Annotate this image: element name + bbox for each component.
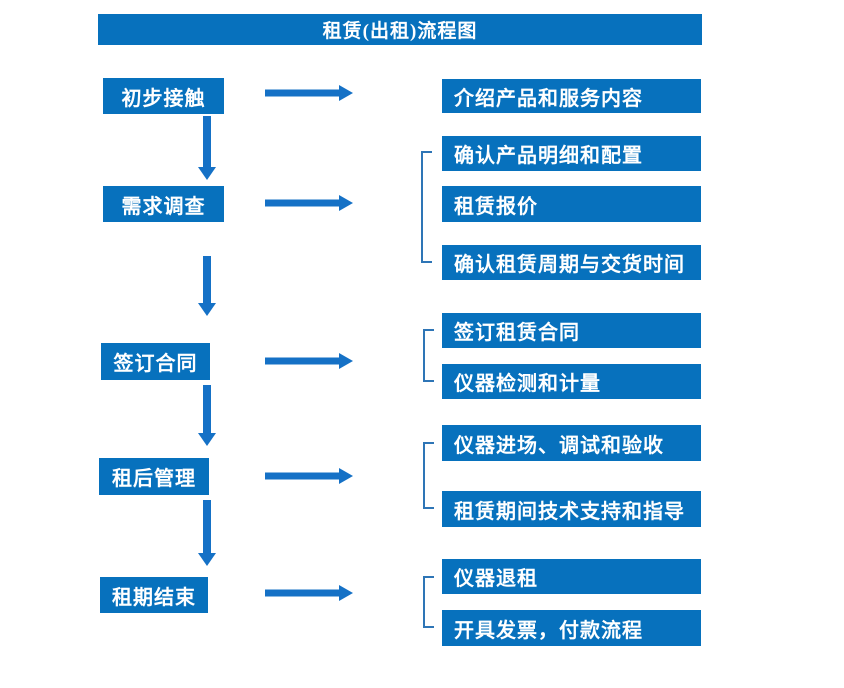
arrow-head (198, 303, 216, 316)
arrow-right-icon (265, 585, 353, 601)
arrow-right-icon (265, 195, 353, 211)
bracket-connector (421, 151, 432, 263)
arrow-down-icon (198, 500, 216, 566)
arrow-shaft (203, 500, 211, 554)
output-box: 开具发票，付款流程 (442, 610, 701, 646)
step-box-sign-contract: 签订合同 (101, 343, 210, 380)
step-box-post-rental-management: 租后管理 (99, 458, 209, 495)
arrow-head (339, 85, 353, 101)
output-box: 仪器检测和计量 (442, 364, 701, 399)
output-box: 仪器进场、调试和验收 (442, 425, 701, 461)
arrow-head (198, 167, 216, 180)
bracket-connector (423, 576, 434, 628)
arrow-right-icon (265, 353, 353, 369)
arrow-down-icon (198, 385, 216, 446)
arrow-right-icon (265, 85, 353, 101)
output-box: 租赁期间技术支持和指导 (442, 491, 701, 527)
flowchart-title: 租赁(出租)流程图 (98, 14, 702, 45)
arrow-shaft (265, 199, 340, 207)
arrow-head (198, 433, 216, 446)
arrow-shaft (265, 589, 340, 597)
arrow-head (339, 468, 353, 484)
bracket-connector (423, 442, 434, 509)
arrow-right-icon (265, 468, 353, 484)
bracket-connector (423, 329, 434, 382)
arrow-shaft (203, 116, 211, 168)
step-box-demand-survey: 需求调查 (103, 186, 224, 222)
arrow-down-icon (198, 256, 216, 316)
output-box: 仪器退租 (442, 559, 701, 594)
arrow-head (339, 195, 353, 211)
arrow-head (198, 553, 216, 566)
step-box-rental-end: 租期结束 (100, 577, 208, 613)
step-box-initial-contact: 初步接触 (103, 78, 224, 114)
arrow-shaft (265, 89, 340, 97)
output-box: 确认产品明细和配置 (442, 136, 701, 171)
arrow-shaft (265, 472, 340, 480)
arrow-down-icon (198, 116, 216, 180)
output-box: 租赁报价 (442, 186, 701, 222)
arrow-head (339, 585, 353, 601)
output-box: 介绍产品和服务内容 (442, 79, 701, 113)
arrow-head (339, 353, 353, 369)
arrow-shaft (203, 385, 211, 434)
arrow-shaft (265, 357, 340, 365)
output-box: 确认租赁周期与交货时间 (442, 245, 701, 280)
output-box: 签订租赁合同 (442, 313, 701, 348)
arrow-shaft (203, 256, 211, 304)
